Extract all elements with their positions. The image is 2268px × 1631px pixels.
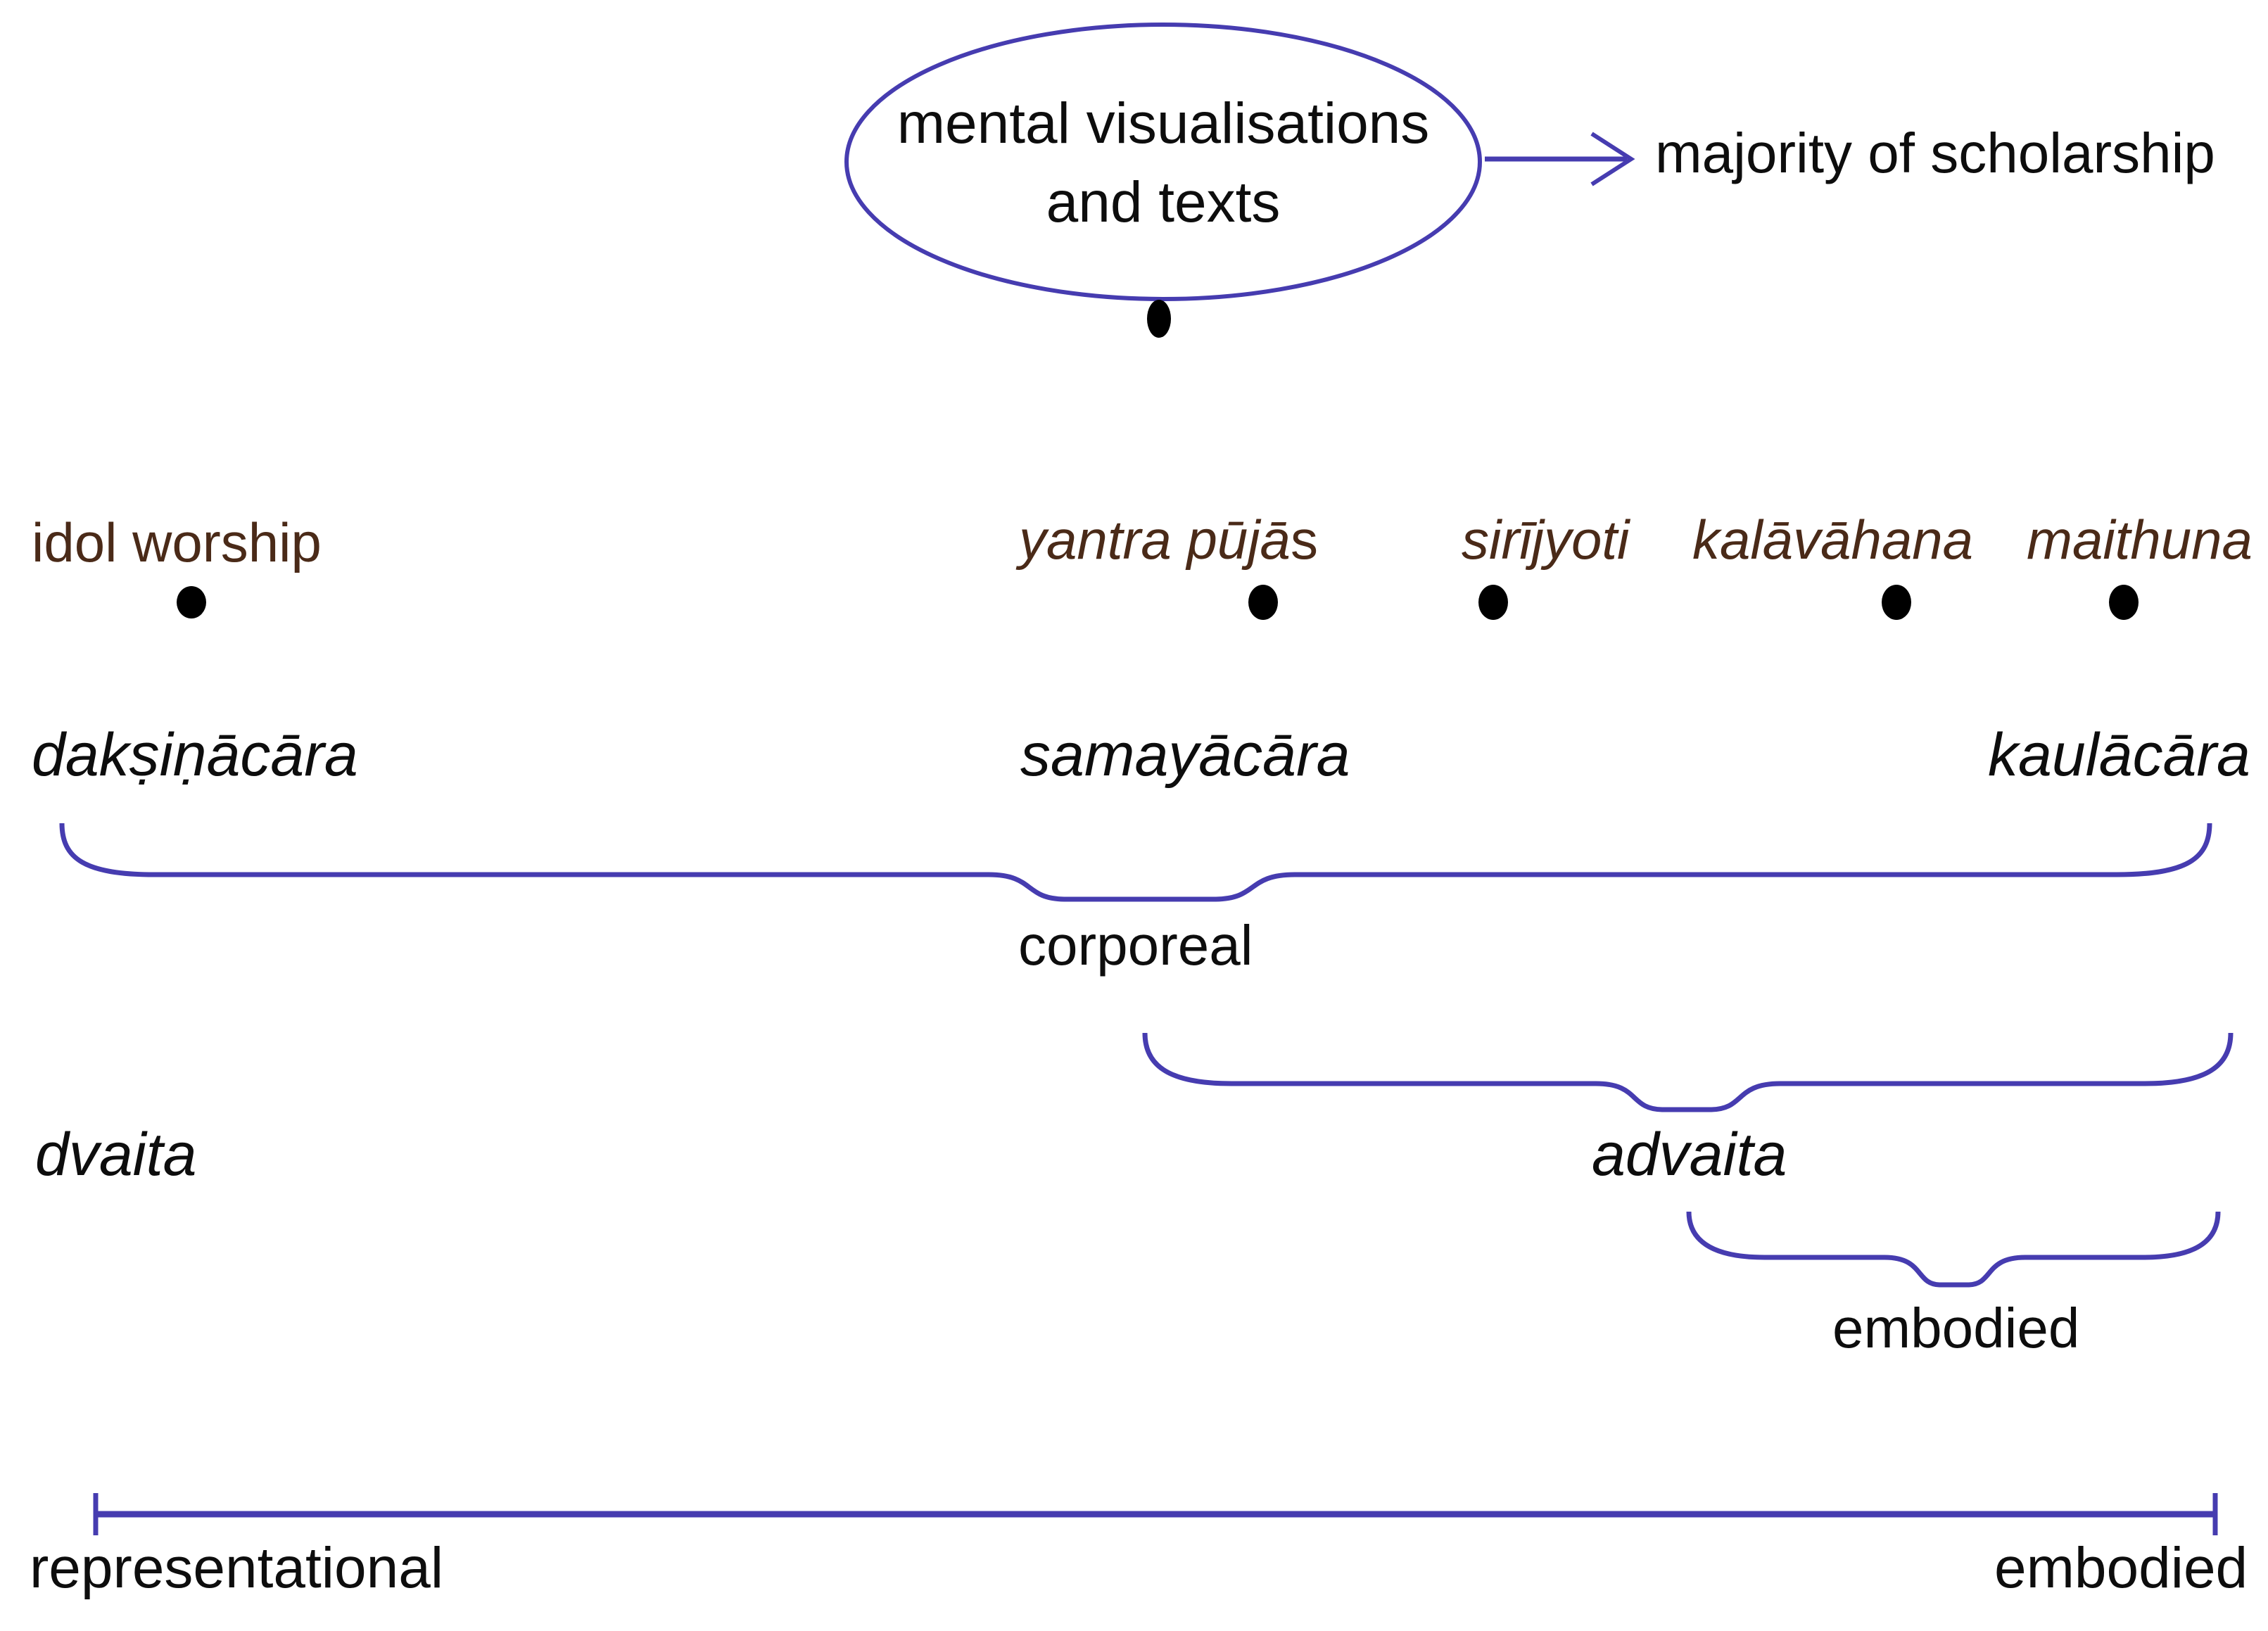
- practice-yantra-pujas: yantra pūjās: [1019, 512, 1318, 567]
- dot-idol-worship: [177, 586, 206, 618]
- practice-yantra-pujas-italic: yantra pūjā: [1019, 509, 1291, 571]
- bubble-label: mental visualisations and texts: [844, 84, 1482, 242]
- bubble-label-line2: and texts: [1046, 170, 1281, 234]
- dot-sirijyoti: [1478, 585, 1508, 620]
- corporeal-label: corporeal: [1018, 914, 1253, 977]
- brace-advaita: [1142, 1032, 2234, 1112]
- embodied-brace-label: embodied: [1832, 1297, 2080, 1359]
- majority-of-scholarship-label: majority of scholarship: [1655, 122, 2215, 184]
- dot-kalavahana: [1882, 585, 1911, 620]
- practice-kalavahana: kalāvāhana: [1692, 509, 1973, 571]
- advaita-label: advaita: [1592, 1121, 1787, 1188]
- dot-maithuna: [2109, 585, 2139, 620]
- practice-idol-worship: idol worship: [32, 512, 322, 573]
- practice-sirijyoti: sirījyoti: [1462, 509, 1630, 571]
- bubble-label-line1: mental visualisations: [897, 91, 1430, 156]
- acara-kaulacara: kaulācāra: [1988, 721, 2250, 789]
- axis-right-label: embodied: [1994, 1536, 2248, 1600]
- axis-left-label: representational: [30, 1536, 444, 1600]
- acara-samayacara: samayācāra: [1020, 721, 1350, 789]
- acara-daksinacara: dakṣiṇācāra: [32, 721, 358, 789]
- bubble-ellipse: [844, 23, 1482, 301]
- practice-maithuna: maithuna: [2027, 509, 2253, 571]
- brace-corporeal: [59, 823, 2212, 902]
- arrow-head-icon: [1590, 132, 1635, 186]
- practice-yantra-pujas-suffix: s: [1290, 509, 1318, 571]
- dot-yantra-pujas: [1248, 585, 1278, 620]
- brace-embodied: [1686, 1211, 2221, 1288]
- dvaita-label: dvaita: [35, 1121, 197, 1188]
- bubble-dot: [1147, 300, 1171, 338]
